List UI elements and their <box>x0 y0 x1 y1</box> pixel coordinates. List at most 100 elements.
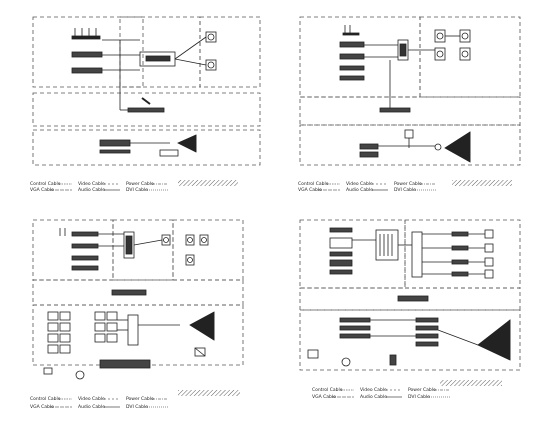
equipment-bottom-right <box>307 227 511 367</box>
speaker-icon <box>484 229 494 239</box>
legend-label: Audio Cable <box>346 187 373 193</box>
rack-unit <box>71 265 99 271</box>
rack-unit <box>339 41 365 48</box>
title-block <box>178 390 240 396</box>
video-wall <box>47 311 118 354</box>
legend-label: Control Cable <box>312 387 343 393</box>
quadrant-top-left <box>32 16 261 166</box>
rack-unit <box>71 243 99 249</box>
legend-label: VGA Cable <box>298 187 322 193</box>
rack-unit <box>71 231 99 237</box>
quadrant-top-right <box>299 16 521 166</box>
speaker-icon <box>205 59 217 71</box>
processor-unit <box>127 314 139 346</box>
rack-unit <box>379 107 411 113</box>
rack-unit <box>397 295 429 302</box>
legend-bottom-right: Control Cable VGA Cable Video Cable Audi… <box>312 380 502 400</box>
rack-unit <box>71 255 99 261</box>
zone-box <box>299 96 521 126</box>
legend-label: Audio Cable <box>78 187 105 193</box>
laptop-icon <box>307 349 319 359</box>
legend-label: Control Cable <box>298 181 329 187</box>
zone-box <box>32 129 261 166</box>
legend-bottom-left: Control Cable VGA Cable Video Cable Audi… <box>30 390 240 410</box>
legend-label: Video Cable <box>346 181 373 187</box>
legend-label: DVI Cable <box>126 187 148 193</box>
speaker-icon <box>459 29 471 43</box>
connector-box <box>404 129 414 139</box>
legend-label: Video Cable <box>360 387 387 393</box>
projector-icon <box>444 131 471 163</box>
legend-top-right: Control Cable VGA Cable Video Cable Audi… <box>298 180 512 193</box>
legend-label: Control Cable <box>30 181 61 187</box>
legend-label: Video Cable <box>78 396 105 402</box>
zone-box <box>299 287 521 311</box>
quadrant-bottom-right <box>299 219 521 371</box>
legend-label: Audio Cable <box>78 404 105 410</box>
rack-unit <box>339 317 371 323</box>
rack-unit <box>329 227 353 233</box>
rack-unit <box>99 359 151 369</box>
speaker-icon <box>185 234 195 246</box>
equipment-top-right <box>339 25 471 163</box>
legend-label: Video Cable <box>78 181 105 187</box>
legend-label: Power Cable <box>126 396 154 402</box>
zone-box <box>299 124 521 166</box>
speaker-icon <box>205 31 217 43</box>
legend-label: DVI Cable <box>394 187 416 193</box>
zone-box <box>32 16 144 88</box>
monitor-icon <box>329 237 353 249</box>
mixer-unit <box>375 229 399 261</box>
title-block <box>440 380 502 386</box>
projector-icon <box>189 311 215 341</box>
legend-label: VGA Cable <box>30 404 54 410</box>
screen-icon <box>194 347 206 357</box>
speaker-icon <box>75 370 85 380</box>
legend-label: Power Cable <box>408 387 436 393</box>
zone-box <box>32 219 114 281</box>
rack-unit <box>99 139 131 147</box>
rack-unit <box>451 231 469 237</box>
speaker-icon <box>434 47 446 61</box>
speaker-icon <box>185 254 195 266</box>
legend-label: Control Cable <box>30 396 61 402</box>
speaker-icon <box>484 243 494 253</box>
speaker-icon <box>341 357 351 367</box>
zone-box <box>172 219 244 281</box>
speaker-icon <box>434 29 446 43</box>
legend-label: Audio Cable <box>360 394 387 400</box>
projector-icon <box>477 319 511 361</box>
rack-unit <box>339 65 365 71</box>
processor-unit <box>411 231 423 278</box>
equipment-bottom-left <box>43 228 215 380</box>
microphone-icon <box>71 28 101 40</box>
zone-box <box>112 219 174 281</box>
zone-box <box>199 16 261 88</box>
speaker-icon <box>484 269 494 279</box>
speaker-icon <box>199 234 209 246</box>
connector-box <box>159 149 179 157</box>
speaker-icon <box>459 47 471 61</box>
rack-unit <box>111 289 147 296</box>
legend-label: VGA Cable <box>312 394 336 400</box>
projector-icon <box>177 134 197 153</box>
zone-box <box>32 92 261 127</box>
laptop-icon <box>43 367 53 375</box>
title-block <box>178 180 238 186</box>
zone-box <box>419 16 521 98</box>
rack-unit <box>127 107 165 113</box>
legend-label: VGA Cable <box>30 187 54 193</box>
legend-label: Power Cable <box>126 181 154 187</box>
rack-unit <box>71 51 103 58</box>
equipment-top-left <box>71 28 217 157</box>
legend-label: DVI Cable <box>408 394 430 400</box>
rack-unit <box>339 75 365 81</box>
speaker-icon <box>484 257 494 267</box>
rack-unit <box>339 53 365 60</box>
legend-label: DVI Cable <box>126 404 148 410</box>
legend-label: Power Cable <box>394 181 422 187</box>
title-block <box>452 180 512 186</box>
microphone-icon <box>342 32 360 36</box>
rack-unit <box>71 67 103 74</box>
